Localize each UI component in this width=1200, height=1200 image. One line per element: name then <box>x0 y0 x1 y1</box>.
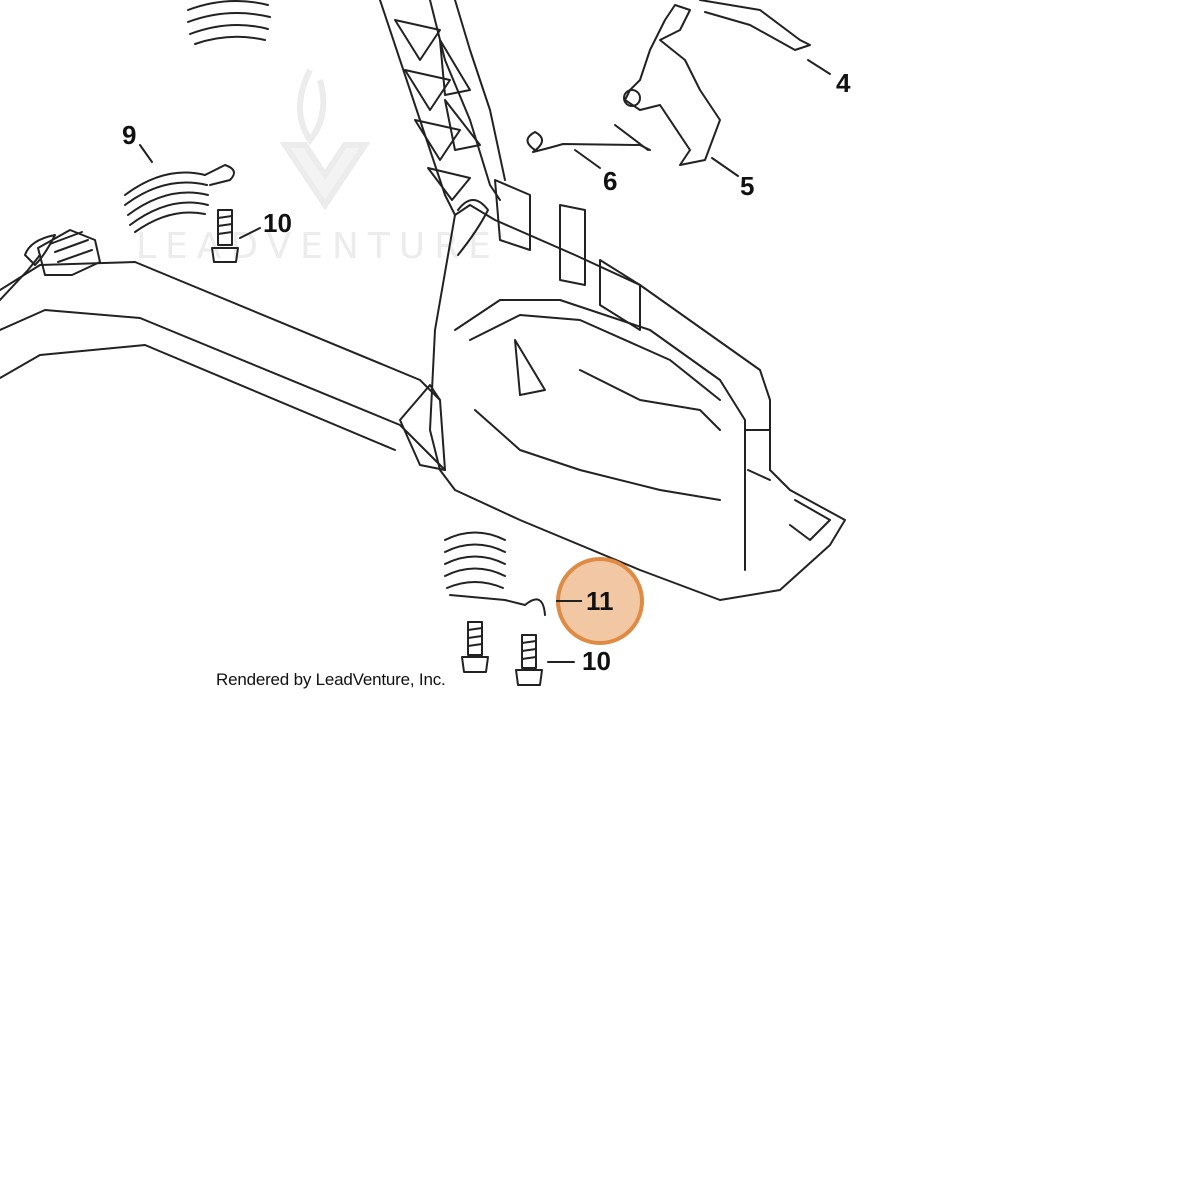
leader-10-top <box>239 227 261 239</box>
watermark-logo <box>279 68 371 211</box>
part-6-spring <box>526 124 651 153</box>
screw-10-bottom-left <box>461 621 489 673</box>
part-5-trigger <box>623 4 721 166</box>
leader-4 <box>807 59 831 75</box>
render-credit: Rendered by LeadVenture, Inc. <box>216 670 446 689</box>
frame-lattice <box>379 0 506 216</box>
part-9-spring <box>124 164 235 233</box>
part-11-spring <box>444 531 546 616</box>
callout-6[interactable]: 6 <box>603 166 618 196</box>
callout-5[interactable]: 5 <box>740 171 755 201</box>
callout-10-top[interactable]: 10 <box>263 208 292 238</box>
leader-5 <box>711 157 739 177</box>
leader-6 <box>574 149 601 169</box>
callout-4[interactable]: 4 <box>836 68 851 98</box>
rear-handle-housing <box>399 179 846 601</box>
screw-10-bottom-right <box>515 634 543 686</box>
top-spring <box>187 0 271 45</box>
watermark-text: LEADVENTURE <box>136 226 500 267</box>
callout-10-bottom[interactable]: 10 <box>582 646 611 676</box>
part-4-lever <box>699 0 811 51</box>
callout-9[interactable]: 9 <box>122 120 137 150</box>
grip-sleeve <box>0 229 101 301</box>
screw-10-top <box>211 209 239 263</box>
handle-bar <box>0 234 446 471</box>
callout-11[interactable]: 11 <box>586 586 614 616</box>
leader-9 <box>139 144 153 163</box>
